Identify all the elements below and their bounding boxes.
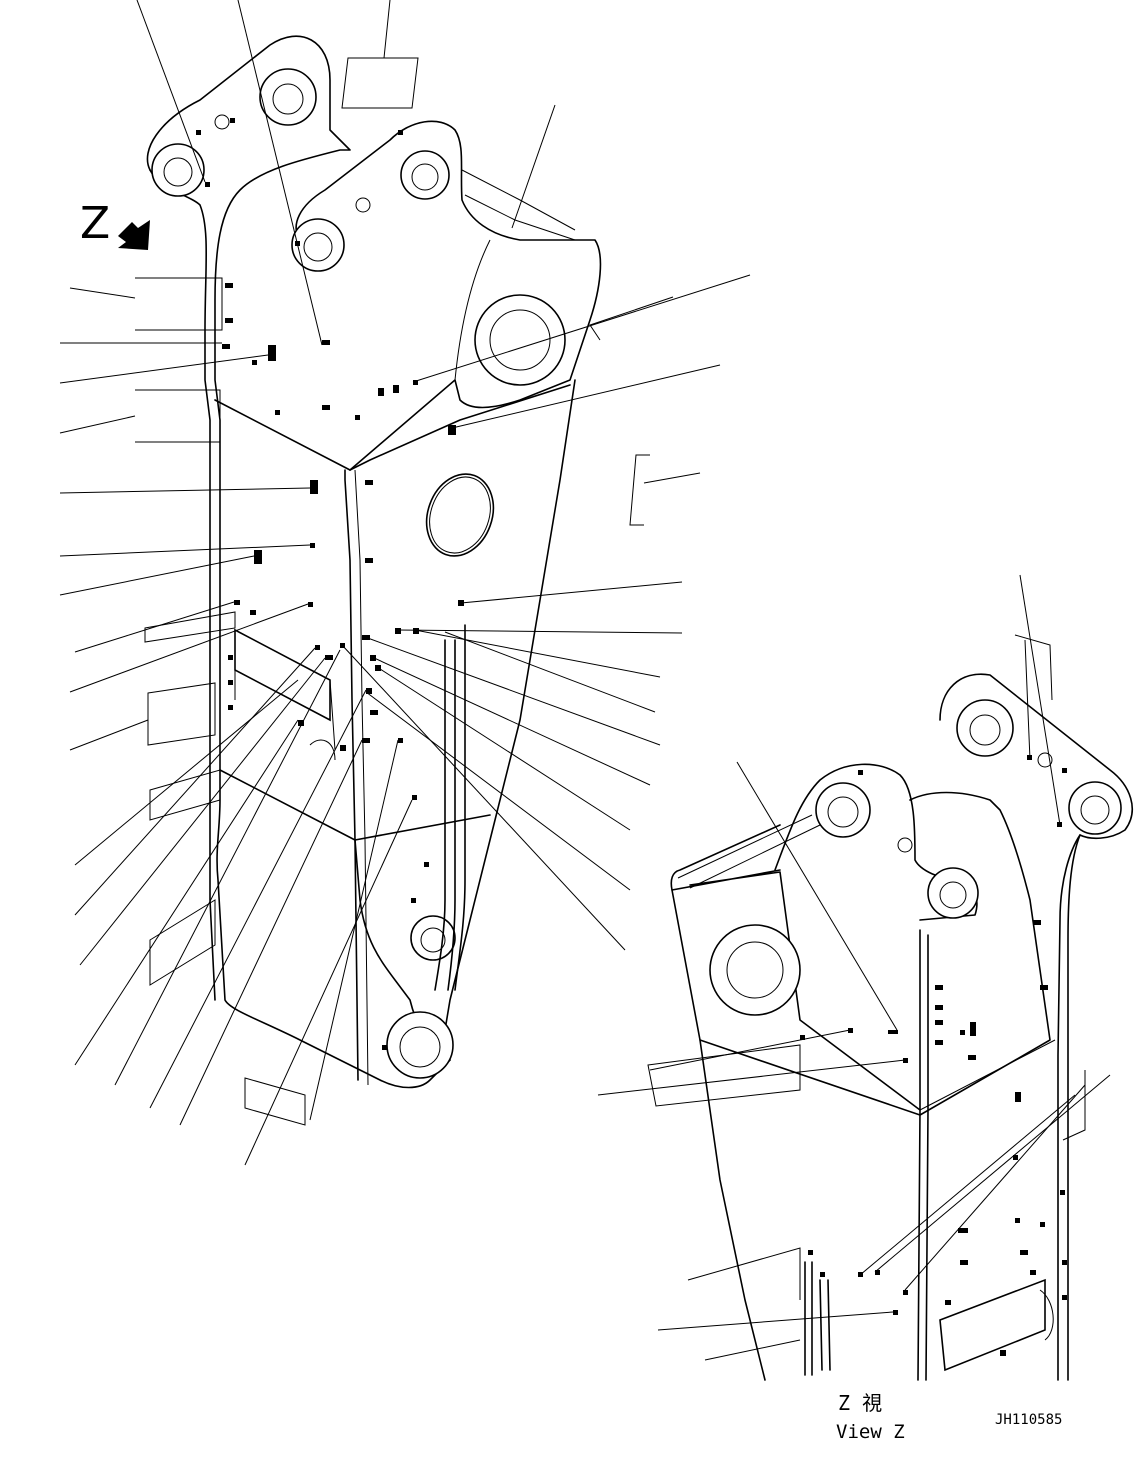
view-z-caption-japanese: Z 視: [838, 1391, 882, 1415]
viewz-mid-bore: [939, 881, 967, 909]
boom-top-left-boss: [151, 143, 205, 197]
boom-callout-tabs: [135, 57, 674, 1126]
boom-large-boss: [474, 294, 566, 386]
view-z-marker: Z: [80, 198, 150, 250]
view-direction-arrow-icon: [118, 220, 150, 250]
boom-small-hole: [355, 197, 371, 213]
boom-top-boss: [259, 68, 317, 126]
boom-mid-boss: [291, 218, 345, 272]
viewz-top-bore: [969, 714, 1001, 746]
viewz-small-hole: [897, 837, 913, 853]
viewz-upper-boss: [815, 782, 871, 838]
boom-mount-plate: [234, 628, 331, 722]
viewz-bolt-markers: [800, 755, 1067, 1356]
boom-hydraulic-tube-b: [447, 639, 456, 991]
boom-bolt-markers: [196, 118, 464, 1050]
boom-center-spine: [344, 469, 359, 1081]
boom-bracket-inner: [454, 239, 491, 381]
boom-right-edge: [439, 379, 576, 1061]
viewz-right-boss: [1068, 781, 1122, 835]
boom-foot-boss-upper: [410, 915, 456, 961]
viewz-right-edge: [1067, 834, 1081, 1381]
boom-foot-bore-upper: [420, 927, 446, 953]
boom-inner-right-edge: [349, 384, 571, 471]
boom-access-cover: [425, 473, 495, 557]
boom-small-hole-2: [214, 114, 230, 130]
viewz-mid-boss: [927, 867, 979, 919]
boom-foot-boss-lower: [386, 1011, 454, 1079]
viewz-upper-bore: [827, 796, 859, 828]
view-z-caption-english: View Z: [836, 1421, 905, 1443]
boom-upper-right-boss: [400, 150, 450, 200]
boom-access-cover-inner: [429, 476, 491, 554]
viewz-top-rails: [677, 814, 821, 889]
viewz-cross-line: [919, 1039, 1056, 1111]
boom-top-bore: [272, 83, 304, 115]
viewz-right-plate: [939, 673, 1134, 1381]
boom-leader-lines: [59, 0, 751, 1166]
viewz-large-boss: [709, 924, 801, 1016]
boom-hydraulic-tube-a: [434, 639, 446, 991]
viewz-center-spine: [917, 929, 929, 1381]
boom-right-bracket-top: [461, 169, 576, 241]
viewz-leader-lines: [597, 574, 1111, 1331]
view-z-letter: Z: [80, 198, 110, 249]
boom-left-edge: [149, 169, 216, 1001]
viewz-top-boss: [956, 699, 1014, 757]
boom-top-left-bore: [163, 157, 193, 187]
boom-large-bore: [489, 309, 551, 371]
viewz-right-bore: [1080, 795, 1110, 825]
main-boom-view: [59, 0, 751, 1166]
viewz-small-hole-2: [1037, 752, 1053, 768]
viewz-large-bore: [726, 941, 784, 999]
boom-lower-joint-left: [214, 399, 351, 471]
boom-foot-bore-lower: [399, 1026, 441, 1068]
viewz-body-outline: [670, 791, 1051, 1116]
viewz-mount-clip: [1039, 1289, 1054, 1341]
boom-upper-right-bore: [411, 163, 439, 191]
boom-right-bracket: [295, 120, 602, 471]
boom-hydraulic-tube-c: [454, 624, 466, 991]
boom-center-spine-2: [354, 469, 369, 1086]
boom-mid-bore: [303, 232, 333, 262]
viewz-tube-d: [827, 1279, 831, 1371]
viewz-callout-tabs: [647, 634, 1086, 1361]
viewz-mount-plate: [939, 1278, 1046, 1372]
viewz-left-spine: [699, 1039, 766, 1381]
boom-mount-plate-edge: [234, 630, 336, 751]
boom-mount-clip: [309, 739, 336, 761]
view-z-detail: [597, 574, 1134, 1381]
viewz-tube-c: [819, 1279, 823, 1371]
drawing-number: JH110585: [995, 1412, 1062, 1428]
boom-left-plate: [146, 35, 451, 1089]
